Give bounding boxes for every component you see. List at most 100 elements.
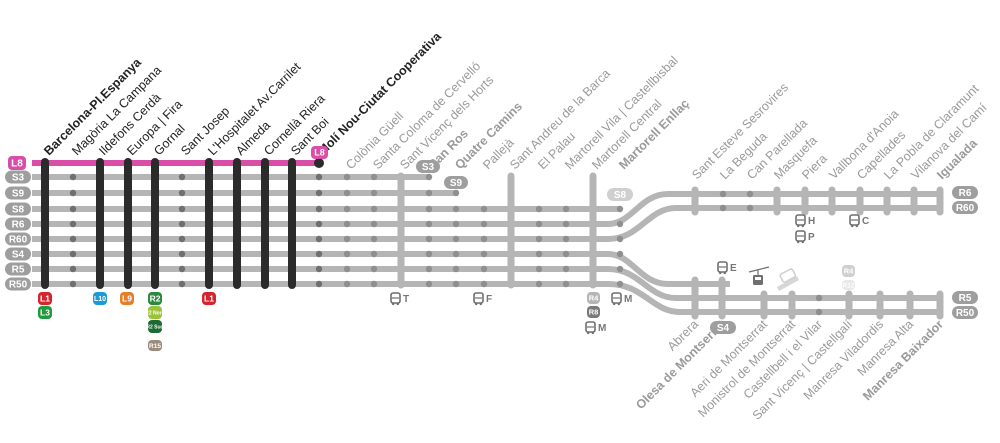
transfer-r4: R4: [587, 292, 600, 304]
station-dot: [343, 173, 351, 181]
terminus-badge-r6: R6: [952, 186, 978, 199]
station-dot: [178, 189, 186, 197]
station-dot: [178, 220, 186, 228]
svg-text:S8: S8: [614, 190, 627, 201]
transfer-r2-sud: R2 Sud: [146, 320, 164, 333]
svg-text:R60: R60: [9, 235, 28, 246]
svg-text:R4: R4: [589, 294, 599, 303]
station-dot: [425, 235, 433, 243]
station-dot: [616, 205, 624, 213]
station-dot: [178, 173, 186, 181]
left-badge: S9: [5, 186, 31, 200]
station-dot: [370, 189, 378, 197]
station-dot-upper: [746, 204, 754, 212]
station-dot: [370, 173, 378, 181]
left-badge: R6: [5, 217, 31, 231]
station-dot: [69, 220, 77, 228]
bus-icon: P: [795, 230, 815, 244]
station-dot: [315, 265, 323, 273]
station-dot: [616, 220, 624, 228]
station-dot: [562, 220, 570, 228]
station-dot: [370, 265, 378, 273]
station-dot: [69, 265, 77, 273]
bus-icon: F: [473, 292, 492, 306]
transfer-r4-olesa: R4: [842, 265, 855, 277]
station-dot: [178, 235, 186, 243]
station-dot: [535, 220, 543, 228]
bus-icon: M: [611, 292, 632, 306]
station-dot: [480, 205, 488, 213]
left-badge: S4: [5, 247, 31, 261]
left-badge: S3: [5, 170, 31, 184]
bus-icon: H: [795, 214, 815, 228]
station-dot: [315, 235, 323, 243]
station-dot: [535, 265, 543, 273]
station-dot: [370, 205, 378, 213]
station-dot: [452, 250, 460, 258]
station-dot: [69, 280, 77, 288]
terminus-badge-r60: R60: [952, 201, 978, 214]
station-dot: [69, 235, 77, 243]
svg-text:R15: R15: [149, 343, 161, 350]
svg-text:R4: R4: [844, 267, 854, 276]
transfer-l9: L9: [120, 292, 134, 305]
svg-text:L1: L1: [204, 294, 214, 304]
station-dot: [425, 280, 433, 288]
station-dot: [315, 205, 323, 213]
svg-text:R5: R5: [959, 293, 972, 304]
bus-label: F: [486, 294, 492, 305]
station-dot: [562, 235, 570, 243]
station-dot: [562, 280, 570, 288]
bus-label: P: [808, 232, 815, 243]
station-dot: [535, 250, 543, 258]
station-dot: [616, 265, 624, 273]
svg-text:L1: L1: [40, 294, 50, 304]
station-dot: [425, 250, 433, 258]
cable-car-icon: [748, 266, 770, 285]
station-dot: [69, 205, 77, 213]
station-dot: [178, 280, 186, 288]
bus-icon: C: [849, 214, 869, 228]
station-dot: [562, 205, 570, 213]
station-dot: [69, 173, 77, 181]
station-dot-lower: [815, 294, 823, 302]
station-dot: [178, 250, 186, 258]
terminus-badge-s4: S4: [710, 321, 736, 334]
station-dot: [343, 265, 351, 273]
svg-text:S3: S3: [12, 173, 25, 184]
station-dot-upper: [746, 190, 754, 198]
transfer-l1-hospitalet: L1: [202, 292, 216, 305]
station-dot-lower: [815, 308, 823, 316]
station-dot: [425, 189, 433, 197]
station-dot: [480, 280, 488, 288]
station-dot: [452, 189, 460, 197]
transfer-l3: L3: [38, 306, 52, 319]
bus-icon: M: [585, 321, 606, 335]
svg-text:S4: S4: [12, 250, 25, 261]
station-dot: [616, 250, 624, 258]
station-dot: [343, 189, 351, 197]
station-dot: [370, 235, 378, 243]
svg-text:R6: R6: [959, 188, 972, 199]
bus-label: E: [730, 263, 737, 274]
bus-label: H: [808, 216, 815, 227]
station-dots: [69, 158, 823, 316]
svg-text:R50: R50: [956, 308, 975, 319]
bus-icon: E: [717, 261, 737, 275]
station-dot-upper: [719, 204, 727, 212]
station-dot: [315, 250, 323, 258]
station-dot: [562, 250, 570, 258]
transfer-l1: L1: [38, 292, 52, 305]
svg-text:S3: S3: [422, 162, 435, 173]
station-dot: [425, 205, 433, 213]
track-r60: [32, 205, 940, 242]
station-dot: [315, 173, 323, 181]
station-dot: [535, 205, 543, 213]
svg-text:R8: R8: [589, 308, 599, 317]
terminus-badge-r50: R50: [952, 306, 978, 319]
left-badge: R50: [5, 277, 31, 291]
svg-text:R5: R5: [12, 265, 25, 276]
station-dot: [616, 235, 624, 243]
svg-text:S9: S9: [12, 189, 25, 200]
